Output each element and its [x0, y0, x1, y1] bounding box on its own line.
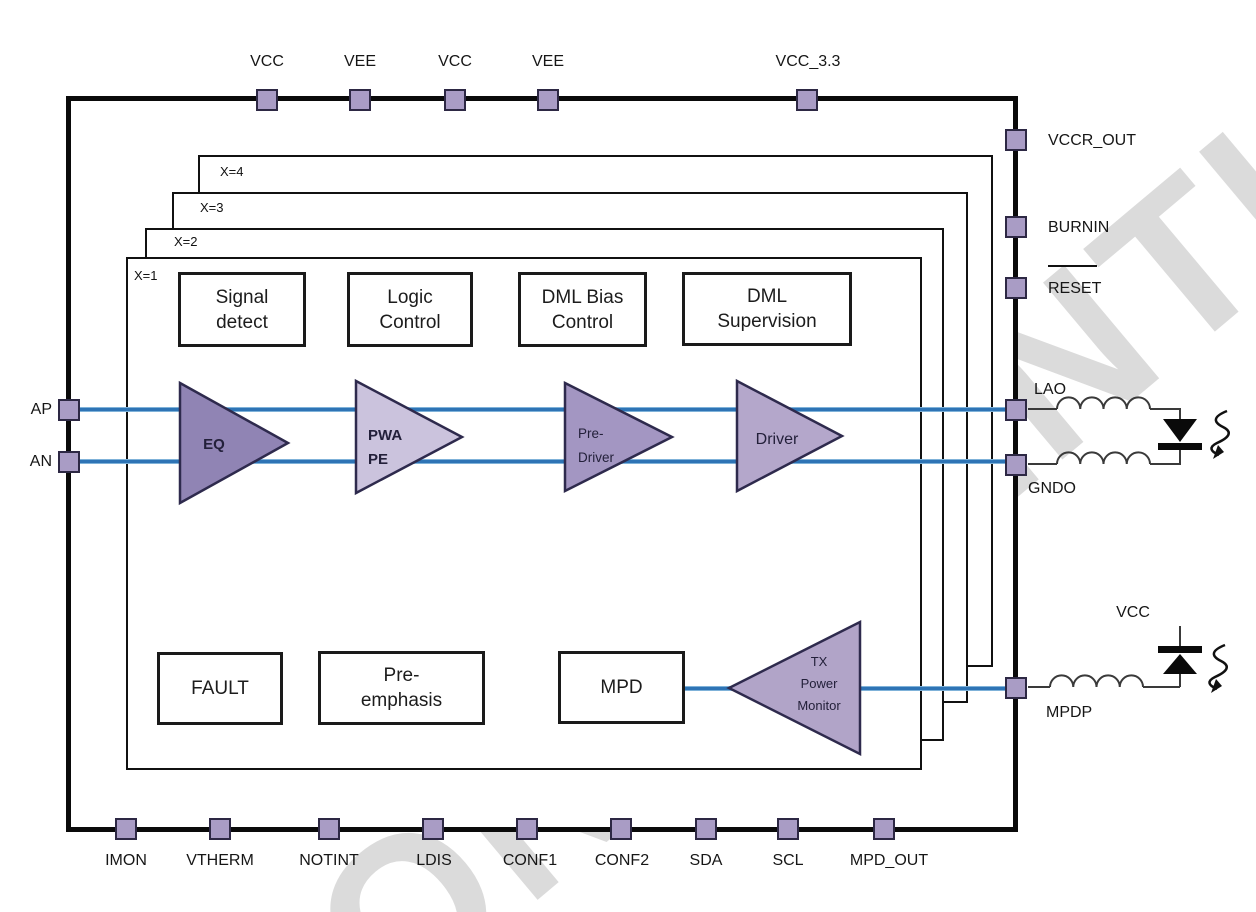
pin-vcc33 [796, 89, 818, 111]
pin-imon [115, 818, 137, 840]
logic-control-block: Logic Control [347, 272, 473, 347]
mpdp-inductor-icon [1049, 674, 1144, 688]
pin-conf2 [610, 818, 632, 840]
pin-lao [1005, 399, 1027, 421]
pin-label-burnin: BURNIN [1048, 219, 1110, 236]
pin-label-vcc-1: VCC [250, 53, 284, 70]
signal-detect-line2: detect [216, 311, 268, 333]
pin-scl [777, 818, 799, 840]
pin-sda [695, 818, 717, 840]
pin-label-ap: AP [30, 401, 52, 418]
pre-emphasis-block: Pre- emphasis [318, 651, 485, 725]
pin-label-vcc33: VCC_3.3 [775, 53, 841, 70]
mpd-signal-line [685, 686, 1007, 691]
pin-notint [318, 818, 340, 840]
ap-signal-line [80, 407, 1006, 412]
logic-control-line2: Control [379, 311, 441, 333]
pin-label-vee-1: VEE [343, 53, 376, 70]
pre-emphasis-line1: Pre- [383, 665, 420, 686]
channel-label-x1: X=1 [134, 268, 158, 283]
photodiode-icon [1163, 654, 1197, 674]
pin-vcc-1 [256, 89, 278, 111]
photodiode-light-arrowhead [1211, 679, 1222, 693]
mpd-block: MPD [558, 651, 685, 724]
channel-label-x2: X=2 [174, 234, 198, 249]
pin-label-conf2: CONF2 [594, 852, 650, 869]
logic-control-line1: Logic [387, 286, 433, 308]
pin-reset [1005, 277, 1027, 299]
dml-bias-line2: Control [551, 311, 614, 333]
photodiode-circuit [1028, 626, 1181, 688]
dml-supervision-line1: DML [746, 286, 788, 307]
fault-block: FAULT [157, 652, 283, 725]
pre-emphasis-line2: emphasis [360, 690, 443, 711]
an-signal-line [80, 459, 1006, 464]
signal-detect-block: Signal detect [178, 272, 306, 347]
pin-label-mpdp: MPDP [1046, 704, 1093, 721]
diode-to-gndo-wire [1150, 450, 1181, 465]
channel-label-x3: X=3 [200, 200, 224, 215]
vcc-photodiode-label: VCC [1116, 604, 1150, 621]
pin-ap [58, 399, 80, 421]
mpd-label: MPD [600, 677, 643, 698]
pin-vee-2 [537, 89, 559, 111]
pin-label-vee-2: VEE [531, 53, 564, 70]
pin-label-vccr-out: VCCR_OUT [1048, 132, 1137, 149]
pin-label-conf1: CONF1 [502, 852, 558, 869]
dml-supervision-block: DML Supervision [682, 272, 852, 346]
pin-mpd-out [873, 818, 895, 840]
pin-label-vtherm: VTHERM [186, 852, 254, 869]
dml-bias-line1: DML Bias [541, 286, 624, 308]
pin-an [58, 451, 80, 473]
pin-label-scl: SCL [772, 852, 804, 869]
signal-detect-line1: Signal [215, 286, 269, 308]
pin-gndo [1005, 454, 1027, 476]
pin-mpdp [1005, 677, 1027, 699]
fault-label: FAULT [191, 678, 249, 699]
channel-label-x4: X=4 [220, 164, 244, 179]
pin-label-sda: SDA [689, 852, 723, 869]
pin-label-ldis: LDIS [416, 852, 452, 869]
laser-diode-cathode-bar [1158, 443, 1202, 450]
pin-ldis [422, 818, 444, 840]
pin-vtherm [209, 818, 231, 840]
pin-conf1 [516, 818, 538, 840]
pin-vee-1 [349, 89, 371, 111]
pin-label-vcc-2: VCC [438, 53, 472, 70]
dml-bias-control-block: DML Bias Control [518, 272, 647, 347]
pin-label-notint: NOTINT [299, 852, 359, 869]
dml-supervision-line2: Supervision [717, 311, 817, 332]
pin-label-mpd-out: MPD_OUT [849, 852, 929, 869]
pin-burnin [1005, 216, 1027, 238]
pin-label-imon: IMON [105, 852, 147, 869]
pin-vcc-2 [444, 89, 466, 111]
laser-light-arrowhead [1213, 445, 1224, 459]
pin-label-an: AN [29, 453, 52, 470]
laser-light-arrow-icon [1210, 409, 1230, 457]
photodiode-cathode-bar [1158, 646, 1202, 653]
pin-vccr-out [1005, 129, 1027, 151]
photodiode-light-arrow-icon [1208, 643, 1228, 691]
pin-label-gndo: GNDO [1028, 480, 1076, 497]
pin-label-lao: LAO [1034, 381, 1067, 398]
reset-overline [1048, 265, 1097, 267]
pin-label-reset: RESET [1048, 280, 1102, 297]
